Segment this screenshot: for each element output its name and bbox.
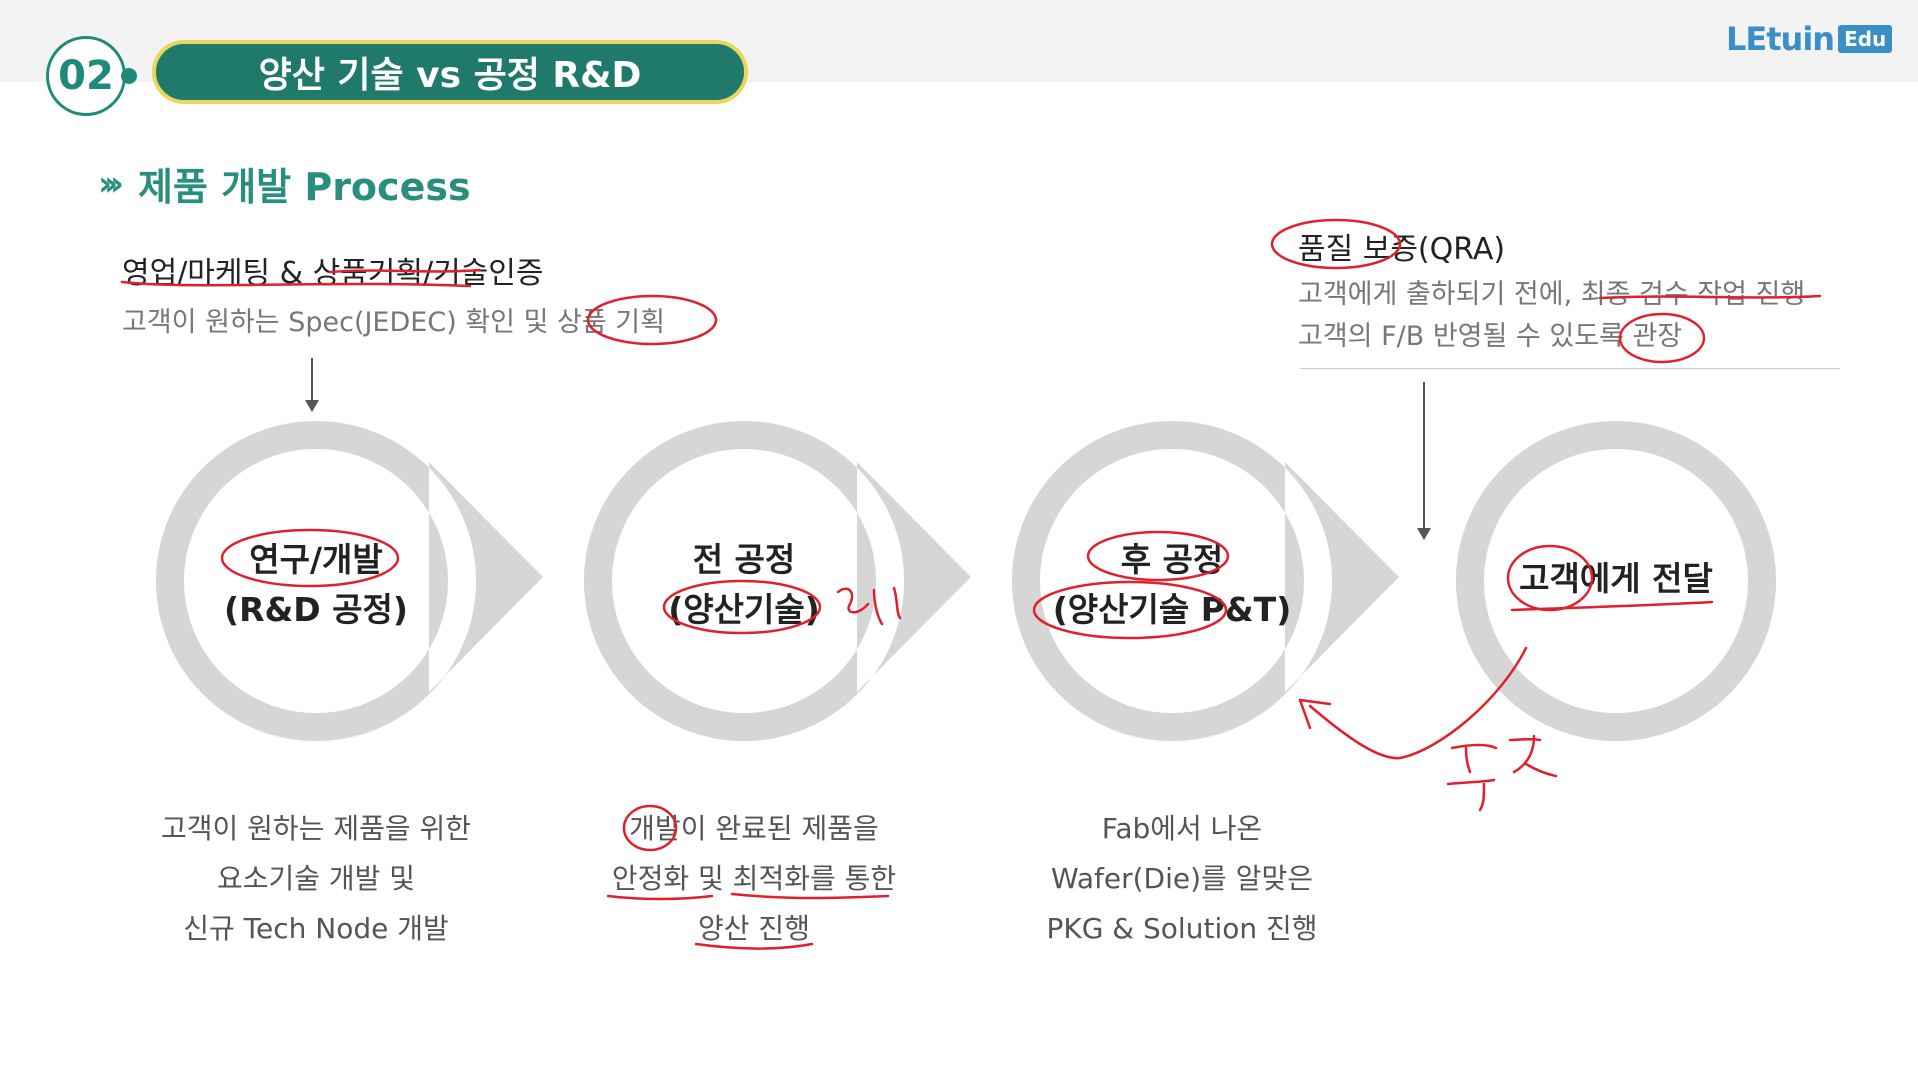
- brand-logo: LEtuin Edu: [1726, 20, 1893, 58]
- stage-3-desc-line-1: Fab에서 나온: [1101, 812, 1263, 845]
- stage-3-subtitle: (양산기술 P&T): [1052, 590, 1292, 629]
- stage-1-desc-line-2: 요소기술 개발 및: [216, 862, 416, 895]
- down-arrow-left-head: [305, 400, 319, 412]
- down-arrow-left: [311, 358, 313, 402]
- stage-1-desc-line-3: 신규 Tech Node 개발: [183, 912, 449, 945]
- stage-2-subtitle: (양산기술): [668, 590, 820, 629]
- section-heading: ››› 제품 개발 Process: [98, 156, 471, 211]
- stage-3-description: Fab에서 나온 Wafer(Die)를 알맞은 PKG & Solution …: [1002, 804, 1362, 954]
- qra-divider: [1300, 368, 1840, 369]
- section-number: 02: [58, 53, 114, 99]
- stage-3-label: 후 공정 (양산기술 P&T): [1022, 535, 1322, 635]
- section-number-badge: 02: [46, 36, 126, 116]
- stage-3-title: 후 공정: [1120, 540, 1224, 579]
- logo-text: LEtuin: [1726, 20, 1835, 58]
- slide-title: 양산 기술 vs 공정 R&D: [258, 55, 642, 96]
- stage-2-description: 개발이 완료된 제품을 안정화 및 최적화를 통한 양산 진행: [574, 804, 934, 954]
- stage-1-description: 고객이 원하는 제품을 위한 요소기술 개발 및 신규 Tech Node 개발: [146, 804, 486, 954]
- stage-2-desc-line-2: 안정화 및 최적화를 통한: [611, 862, 897, 895]
- stage-3-desc-line-3: PKG & Solution 진행: [1046, 912, 1318, 945]
- stage-1-subtitle: (R&D 공정): [224, 590, 408, 629]
- stage-2-desc-line-3: 양산 진행: [698, 912, 810, 945]
- section-title: 제품 개발 Process: [138, 165, 471, 209]
- down-arrow-right: [1423, 382, 1425, 530]
- badge-connector-dot: [121, 68, 137, 84]
- stage-4-title: 고객에게 전달: [1519, 559, 1713, 598]
- stage-1-label: 연구/개발 (R&D 공정): [186, 535, 446, 635]
- stage-4-label: 고객에게 전달: [1486, 554, 1746, 604]
- stage-2-label: 전 공정 (양산기술): [614, 535, 874, 635]
- qra-desc-line-1: 고객에게 출하되기 전에, 최종 검수 작업 진행: [1298, 279, 1806, 310]
- slide-title-pill: 양산 기술 vs 공정 R&D: [152, 40, 748, 104]
- stage-1-desc-line-1: 고객이 원하는 제품을 위한: [160, 812, 472, 845]
- sales-marketing-desc: 고객이 원하는 Spec(JEDEC) 확인 및 상품 기획: [122, 307, 665, 338]
- stage-2-title: 전 공정: [692, 540, 796, 579]
- stage-3-desc-line-2: Wafer(Die)를 알맞은: [1050, 862, 1313, 895]
- stage-2-desc-line-1: 개발이 완료된 제품을: [629, 812, 879, 845]
- down-arrow-right-head: [1417, 528, 1431, 540]
- logo-badge: Edu: [1838, 25, 1893, 53]
- qra-desc-line-2: 고객의 F/B 반영될 수 있도록 관장: [1298, 321, 1683, 352]
- stage-1-title: 연구/개발: [249, 540, 383, 579]
